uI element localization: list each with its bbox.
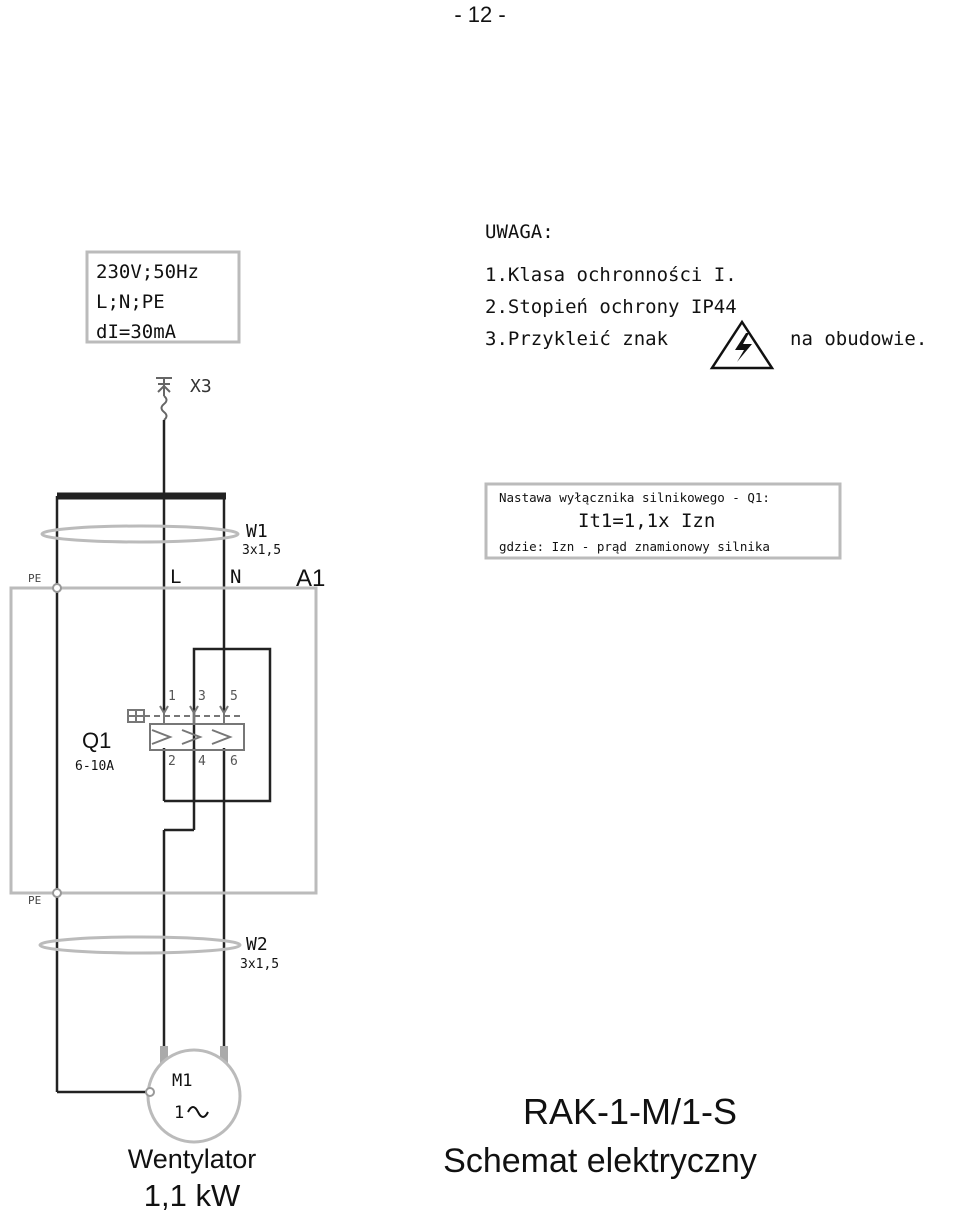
cable-w2: W2 3x1,5 [38, 934, 279, 972]
terminal-1: 1 [168, 689, 176, 704]
terminal-3: 3 [198, 689, 206, 704]
breaker-setting-box: Nastawa wyłącznika silnikowego - Q1: It1… [484, 482, 842, 560]
wiring [55, 420, 272, 1094]
pe-label-bottom: PE [28, 894, 41, 907]
connector-x3: X3 [156, 376, 212, 421]
pe-terminal-bottom [52, 888, 62, 898]
document-title: Schemat elektryczny [443, 1142, 757, 1180]
notes-block: UWAGA: 1.Klasa ochronności I. 2.Stopień … [485, 221, 927, 370]
note-1: 1.Klasa ochronności I. [485, 264, 737, 286]
terminal-5: 5 [230, 689, 238, 704]
motor-power: 1,1 kW [144, 1178, 241, 1213]
cable-w1-name: W1 [246, 521, 268, 542]
rail-label-n: N [230, 566, 241, 588]
terminal-2: 2 [168, 754, 176, 769]
breaker-q1: Q1 6-10A 1 3 5 2 4 6 [75, 689, 245, 774]
rail-label-l: L [170, 566, 181, 588]
supply-line-2: L;N;PE [96, 291, 165, 313]
cable-w1-spec: 3x1,5 [242, 543, 281, 558]
motor-description: Wentylator [128, 1144, 257, 1174]
motor-name: M1 [172, 1071, 192, 1091]
breaker-name: Q1 [82, 728, 111, 753]
breaker-rating: 6-10A [75, 759, 114, 774]
motor-phase: 1 [174, 1103, 184, 1123]
notes-heading: UWAGA: [485, 221, 554, 243]
document-code: RAK-1-M/1-S [523, 1091, 737, 1132]
pe-terminal-top [52, 583, 62, 593]
note-2: 2.Stopień ochrony IP44 [485, 296, 737, 318]
motor-terminal-l [160, 1046, 168, 1064]
connector-label: X3 [190, 376, 212, 397]
setting-line-1: Nastawa wyłącznika silnikowego - Q1: [499, 490, 770, 505]
pe-label-top: PE [28, 572, 41, 585]
cable-w2-spec: 3x1,5 [240, 957, 279, 972]
setting-line-3: gdzie: Izn - prąd znamionowy silnika [499, 539, 770, 554]
motor-m1: M1 1 [145, 1046, 242, 1144]
terminal-6: 6 [230, 754, 238, 769]
breaker-symbol [127, 705, 245, 751]
page-number: - 12 - [454, 2, 505, 27]
note-3-suffix: na obudowie. [790, 328, 927, 350]
motor-terminal-n [220, 1046, 228, 1064]
motor-pe-terminal [145, 1087, 155, 1097]
warning-triangle-icon [709, 319, 775, 370]
enclosure-a1: A1 [9, 565, 325, 898]
supply-line-1: 230V;50Hz [96, 261, 199, 283]
connector-icon [156, 377, 172, 421]
setting-line-2: It1=1,1x Izn [578, 510, 715, 532]
cable-w2-name: W2 [246, 934, 268, 955]
cable-w1: W1 3x1,5 [40, 521, 281, 558]
terminal-4: 4 [198, 754, 206, 769]
enclosure-label: A1 [296, 565, 325, 592]
ac-sine-icon [187, 1106, 209, 1118]
supply-line-3: dI=30mA [96, 321, 177, 343]
note-3: 3.Przykleić znak [485, 328, 669, 350]
supply-info-box: 230V;50Hz L;N;PE dI=30mA [85, 250, 241, 344]
